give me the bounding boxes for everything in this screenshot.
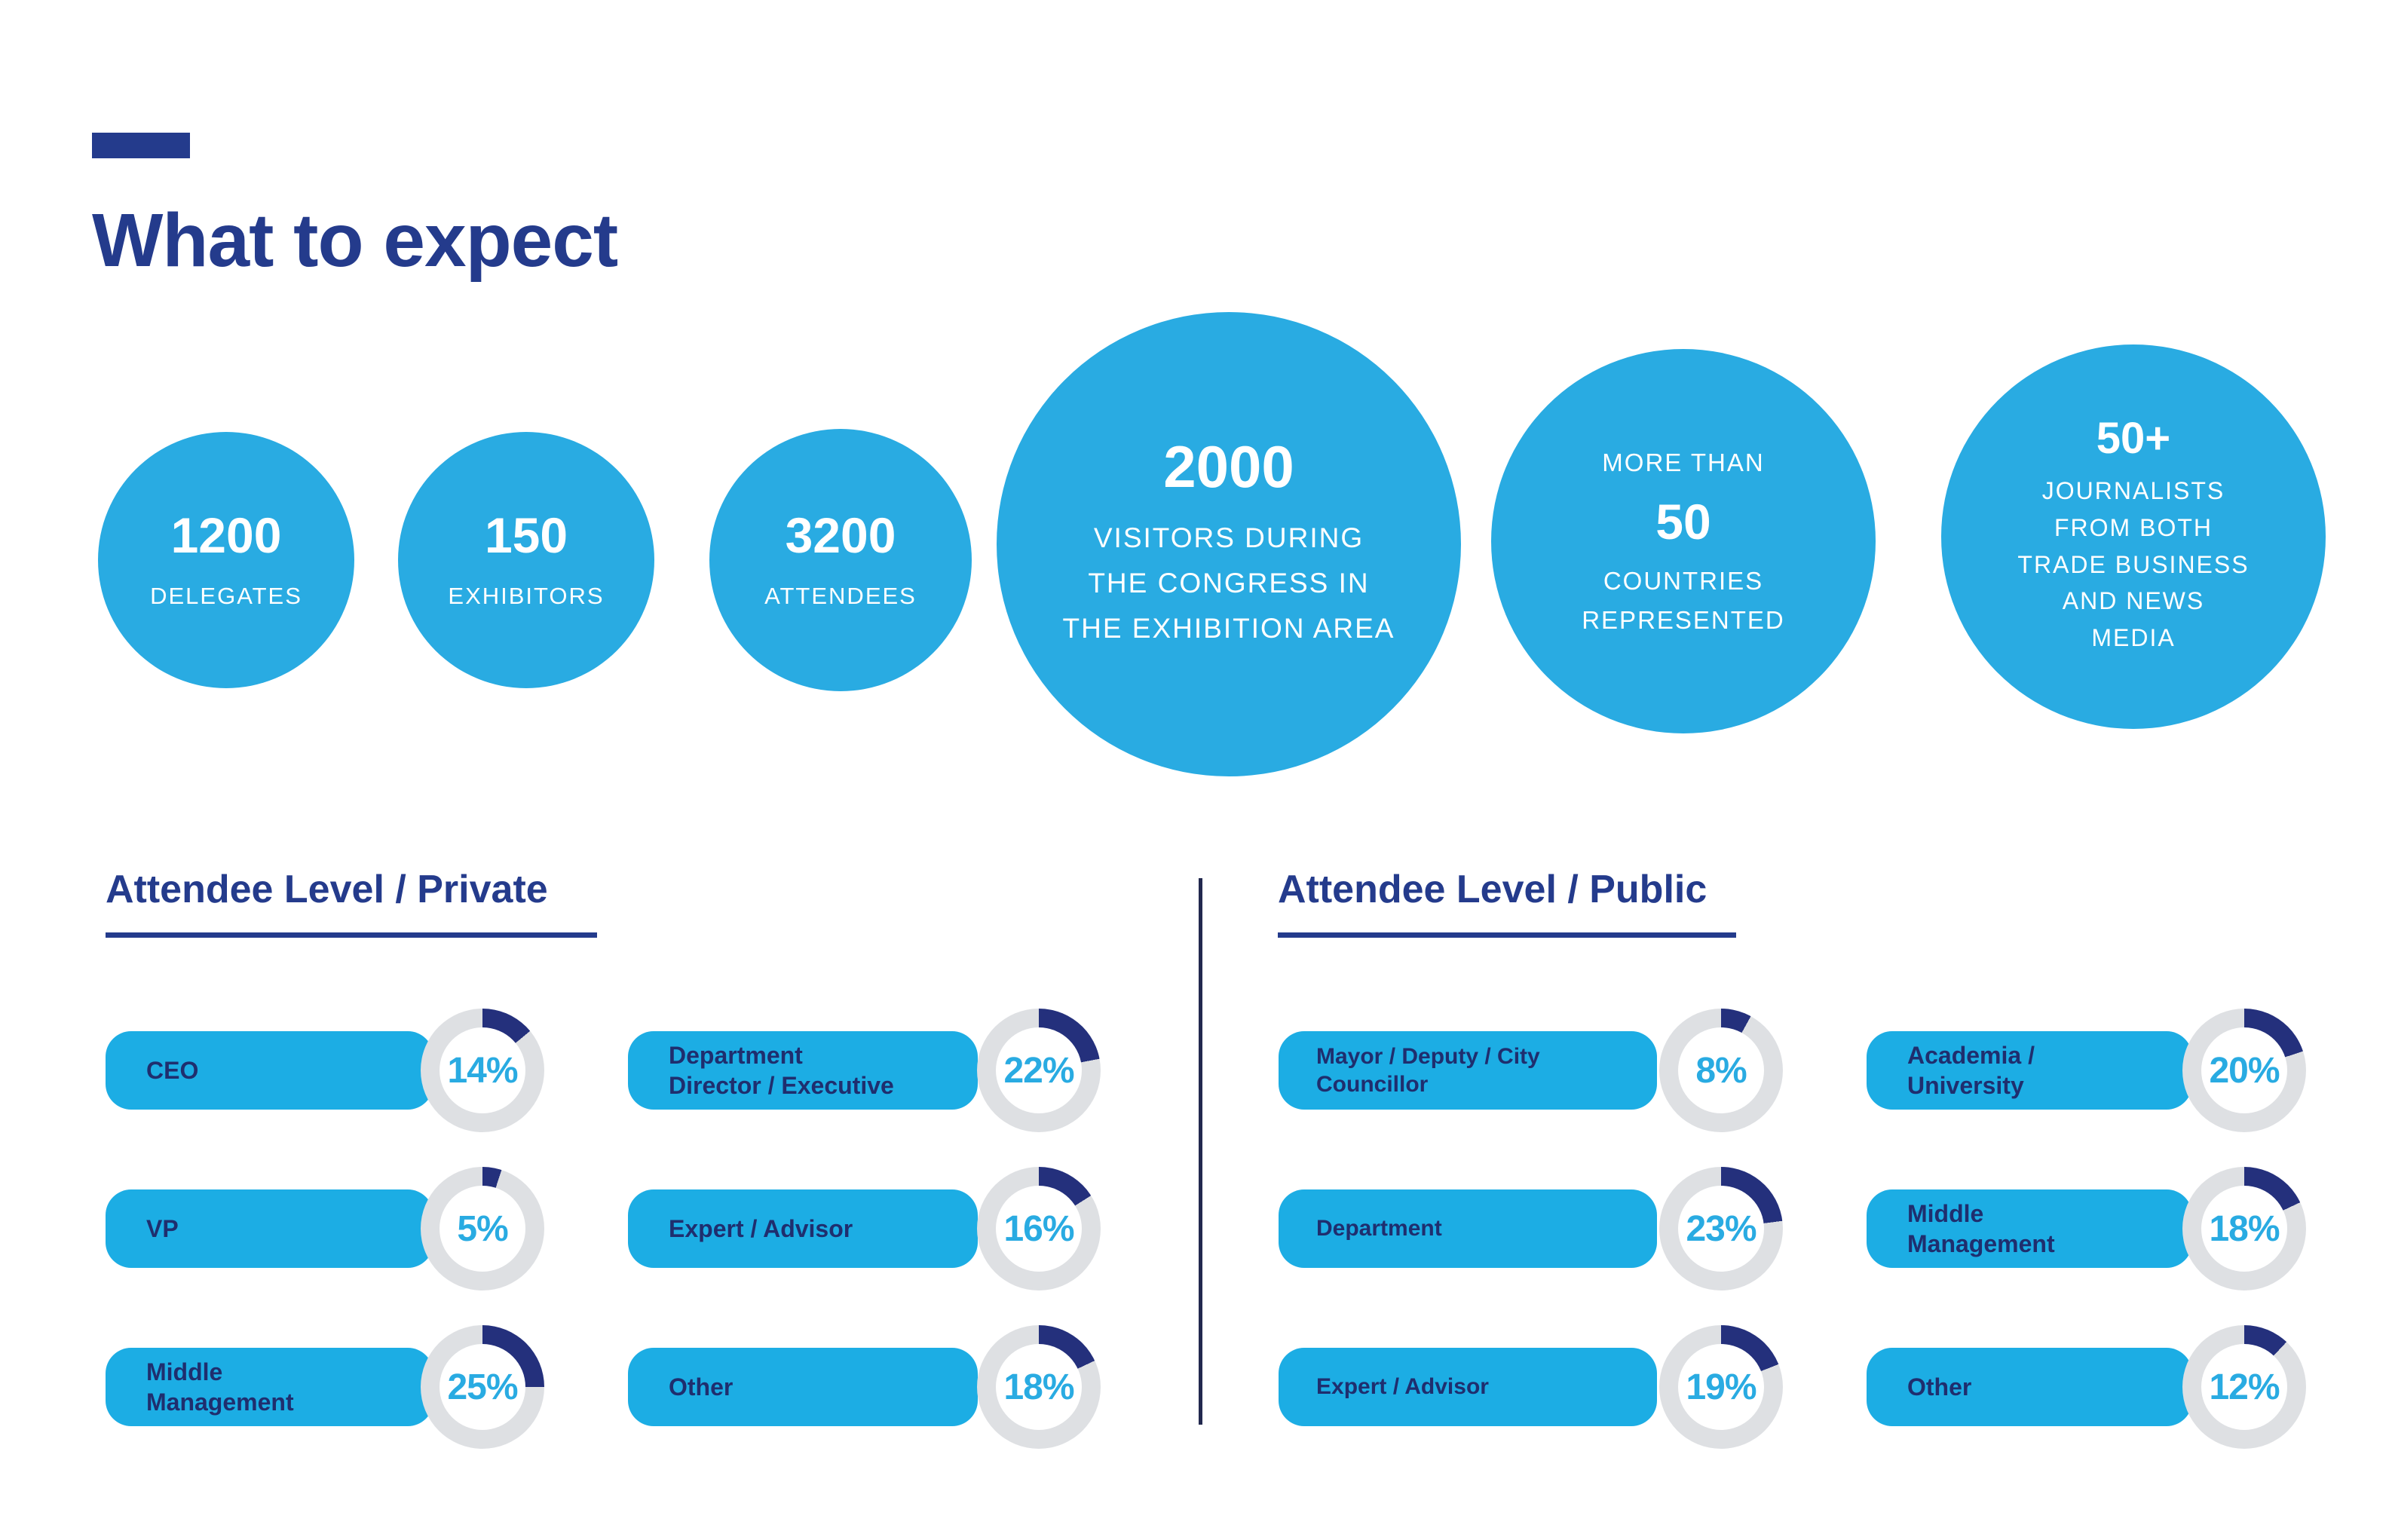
category-label: VP bbox=[146, 1215, 179, 1242]
category-bar: Other bbox=[1867, 1348, 2192, 1426]
stat-label: REPRESENTED bbox=[1582, 605, 1785, 634]
category-bar: Expert / Advisor bbox=[1279, 1348, 1657, 1426]
category-bar: CEO bbox=[106, 1031, 433, 1110]
category-bar: Expert / Advisor bbox=[628, 1189, 978, 1268]
percent-value: 19% bbox=[1686, 1367, 1756, 1407]
donut-hole: 20% bbox=[2201, 1027, 2287, 1113]
donut-chart: 8% bbox=[1659, 1009, 1783, 1132]
donut-hole: 25% bbox=[440, 1344, 525, 1430]
stat-value: 150 bbox=[484, 507, 568, 563]
donut-chart: 22% bbox=[977, 1009, 1101, 1132]
category-label: Expert / Advisor bbox=[1316, 1374, 1489, 1400]
stat-label: TRADE BUSINESS bbox=[2017, 550, 2250, 578]
category-label: Department bbox=[1316, 1216, 1442, 1241]
donut-hole: 12% bbox=[2201, 1344, 2287, 1430]
category-bar: Other bbox=[628, 1348, 978, 1426]
category-label: CEO bbox=[146, 1057, 199, 1084]
donut-chart: 12% bbox=[2182, 1325, 2306, 1449]
donut-chart: 25% bbox=[421, 1325, 544, 1449]
donut-chart: 23% bbox=[1659, 1167, 1783, 1290]
title-accent-dash bbox=[92, 133, 190, 158]
donut-hole: 23% bbox=[1678, 1186, 1764, 1272]
stat-value: 2000 bbox=[1163, 433, 1294, 501]
percent-value: 22% bbox=[1003, 1050, 1074, 1091]
category-bar: Middle Management bbox=[106, 1348, 433, 1426]
category-label: Mayor / Deputy / City Councillor bbox=[1316, 1043, 1547, 1098]
percent-value: 5% bbox=[457, 1208, 508, 1249]
stat-value: 3200 bbox=[785, 507, 896, 563]
stat-circle-attendees: 3200 ATTENDEES bbox=[709, 429, 972, 691]
donut-hole: 5% bbox=[440, 1186, 525, 1272]
donut-hole: 14% bbox=[440, 1027, 525, 1113]
donut-chart: 14% bbox=[421, 1009, 544, 1132]
section-divider bbox=[1199, 878, 1202, 1425]
section-title-private: Attendee Level / Private bbox=[106, 868, 548, 911]
category-label: Expert / Advisor bbox=[669, 1215, 853, 1242]
percent-value: 18% bbox=[1003, 1367, 1074, 1407]
category-bar: VP bbox=[106, 1189, 433, 1268]
stat-prelabel: MORE THAN bbox=[1602, 449, 1765, 477]
donut-hole: 22% bbox=[996, 1027, 1082, 1113]
category-bar: Department Director / Executive bbox=[628, 1031, 978, 1110]
category-label: Department Director / Executive bbox=[669, 1042, 894, 1099]
stat-label: EXHIBITORS bbox=[448, 583, 605, 609]
category-bar: Middle Management bbox=[1867, 1189, 2192, 1268]
donut-hole: 19% bbox=[1678, 1344, 1764, 1430]
stat-label: THE EXHIBITION AREA bbox=[1062, 612, 1395, 644]
stat-label: JOURNALISTS bbox=[2041, 477, 2225, 505]
page-title: What to expect bbox=[92, 198, 618, 283]
stat-circle-exhibitors: 150 EXHIBITORS bbox=[398, 432, 654, 688]
percent-value: 14% bbox=[447, 1050, 518, 1091]
stat-circle-visitors: 2000 VISITORS DURING THE CONGRESS IN THE… bbox=[997, 312, 1461, 776]
percent-value: 8% bbox=[1695, 1050, 1747, 1091]
percent-value: 25% bbox=[447, 1367, 518, 1407]
donut-chart: 5% bbox=[421, 1167, 544, 1290]
percent-value: 20% bbox=[2209, 1050, 2280, 1091]
category-bar: Mayor / Deputy / City Councillor bbox=[1279, 1031, 1657, 1110]
stat-label: THE CONGRESS IN bbox=[1088, 568, 1370, 599]
donut-chart: 18% bbox=[977, 1325, 1101, 1449]
donut-hole: 8% bbox=[1678, 1027, 1764, 1113]
stat-label: FROM BOTH bbox=[2054, 514, 2213, 542]
stat-label: ATTENDEES bbox=[764, 583, 917, 609]
percent-value: 18% bbox=[2209, 1208, 2280, 1249]
donut-chart: 18% bbox=[2182, 1167, 2306, 1290]
stat-circle-delegates: 1200 DELEGATES bbox=[98, 432, 354, 688]
stat-value: 50+ bbox=[2096, 414, 2171, 464]
percent-value: 23% bbox=[1686, 1208, 1756, 1249]
category-bar: Academia / University bbox=[1867, 1031, 2192, 1110]
stat-circle-countries: MORE THAN 50 COUNTRIES REPRESENTED bbox=[1491, 349, 1876, 733]
stat-label: COUNTRIES bbox=[1603, 567, 1764, 595]
category-label: Middle Management bbox=[146, 1358, 294, 1416]
section-underline bbox=[1278, 932, 1736, 938]
stat-value: 1200 bbox=[170, 507, 282, 563]
donut-chart: 16% bbox=[977, 1167, 1101, 1290]
category-label: Other bbox=[1907, 1373, 1972, 1401]
category-label: Academia / University bbox=[1907, 1042, 2048, 1099]
stat-circle-journalists: 50+ JOURNALISTS FROM BOTH TRADE BUSINESS… bbox=[1941, 344, 2326, 729]
donut-chart: 20% bbox=[2182, 1009, 2306, 1132]
stat-label: DELEGATES bbox=[150, 583, 302, 609]
category-bar: Department bbox=[1279, 1189, 1657, 1268]
stat-label: MEDIA bbox=[2091, 623, 2176, 651]
section-title-public: Attendee Level / Public bbox=[1278, 868, 1707, 911]
stat-label: VISITORS DURING bbox=[1093, 522, 1364, 554]
percent-value: 12% bbox=[2209, 1367, 2280, 1407]
stat-value: 50 bbox=[1655, 494, 1711, 550]
donut-hole: 16% bbox=[996, 1186, 1082, 1272]
donut-hole: 18% bbox=[2201, 1186, 2287, 1272]
percent-value: 16% bbox=[1003, 1208, 1074, 1249]
category-label: Middle Management bbox=[1907, 1200, 2055, 1257]
stat-label: AND NEWS bbox=[2062, 587, 2205, 615]
category-label: Other bbox=[669, 1373, 734, 1401]
donut-chart: 19% bbox=[1659, 1325, 1783, 1449]
donut-hole: 18% bbox=[996, 1344, 1082, 1430]
section-underline bbox=[106, 932, 597, 938]
